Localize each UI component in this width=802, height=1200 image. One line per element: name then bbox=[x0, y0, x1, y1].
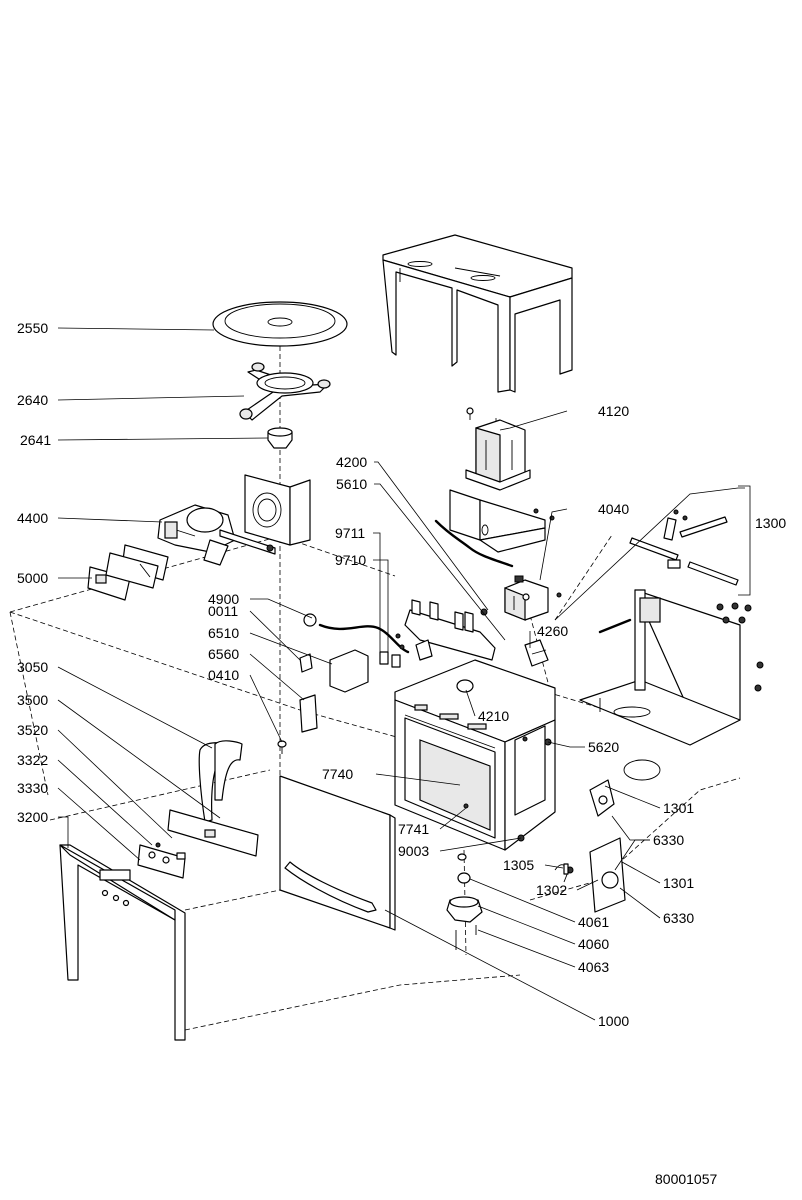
callout-3500: 3500 bbox=[17, 692, 48, 708]
callout-4063: 4063 bbox=[578, 959, 609, 975]
callout-3520: 3520 bbox=[17, 722, 48, 738]
callout-4900: 4900 bbox=[208, 591, 239, 607]
callout-2640: 2640 bbox=[17, 392, 48, 408]
callout-4200: 4200 bbox=[336, 454, 367, 470]
callout-leaders bbox=[57, 327, 751, 1021]
callout-5000: 5000 bbox=[17, 570, 48, 586]
fan-housing-panel bbox=[244, 474, 311, 546]
document-number: 80001057 bbox=[655, 1171, 718, 1187]
hv-transformer bbox=[465, 407, 531, 491]
callout-1305: 1305 bbox=[503, 857, 534, 873]
callout-1000: 1000 bbox=[598, 1013, 629, 1029]
outer-casing-cover bbox=[382, 234, 573, 393]
oven-door bbox=[279, 775, 396, 931]
fuse-holder-upper bbox=[589, 759, 661, 817]
fan-motor-assembly bbox=[157, 504, 276, 566]
turntable-plate bbox=[212, 301, 348, 347]
callout-2641: 2641 bbox=[20, 432, 51, 448]
callout-9710: 9710 bbox=[335, 552, 366, 568]
callout-9711: 9711 bbox=[335, 525, 365, 541]
callout-9003: 9003 bbox=[398, 843, 429, 859]
callout-1301-upper: 1301 bbox=[663, 800, 694, 816]
callout-4060: 4060 bbox=[578, 936, 609, 952]
callout-1302: 1302 bbox=[536, 882, 567, 898]
callout-4040: 4040 bbox=[598, 501, 629, 517]
turntable-coupler bbox=[267, 427, 293, 449]
callout-3050: 3050 bbox=[17, 659, 48, 675]
callout-1300: 1300 bbox=[755, 515, 786, 531]
callout-4260: 4260 bbox=[537, 623, 568, 639]
fuse-holder-lower bbox=[566, 837, 626, 913]
callout-3322: 3322 bbox=[17, 752, 48, 768]
callout-2550: 2550 bbox=[17, 320, 48, 336]
callout-4120: 4120 bbox=[598, 403, 629, 419]
control-boards bbox=[87, 544, 169, 601]
hv-cable bbox=[434, 519, 514, 568]
stirrer-motor bbox=[446, 853, 483, 950]
callout-7740: 7740 bbox=[322, 766, 353, 782]
hv-diode bbox=[524, 639, 549, 667]
callout-7741: 7741 bbox=[398, 821, 429, 837]
callout-3200: 3200 bbox=[17, 809, 48, 825]
callout-6330-lower: 6330 bbox=[663, 910, 694, 926]
assembly-guides bbox=[9, 330, 741, 1031]
door-latch-parts bbox=[277, 649, 369, 754]
callout-0011: 0011 bbox=[208, 603, 238, 619]
callout-1301-lower: 1301 bbox=[663, 875, 694, 891]
callout-4061: 4061 bbox=[578, 914, 609, 930]
front-panel-frame bbox=[59, 844, 186, 1041]
callout-0410: 0410 bbox=[208, 667, 239, 683]
callout-5620: 5620 bbox=[588, 739, 619, 755]
callout-4400: 4400 bbox=[17, 510, 48, 526]
callout-6510: 6510 bbox=[208, 625, 239, 641]
callout-4210: 4210 bbox=[478, 708, 509, 724]
mounting-rails bbox=[629, 509, 739, 586]
callout-6330-upper: 6330 bbox=[653, 832, 684, 848]
switch-bracket-assembly bbox=[303, 599, 496, 661]
callout-6560: 6560 bbox=[208, 646, 239, 662]
callout-5610: 5610 bbox=[336, 476, 367, 492]
keypad-membrane-parts bbox=[137, 740, 259, 879]
roller-ring bbox=[239, 362, 331, 421]
transformer-bracket bbox=[449, 489, 555, 553]
side-cabinet-panel bbox=[579, 589, 764, 746]
callout-labels: 2550 2640 2641 4400 5000 3050 3500 3520 … bbox=[17, 320, 786, 1029]
hv-capacitor bbox=[480, 575, 562, 621]
oven-cavity-frame bbox=[394, 659, 556, 851]
callout-3330: 3330 bbox=[17, 780, 48, 796]
